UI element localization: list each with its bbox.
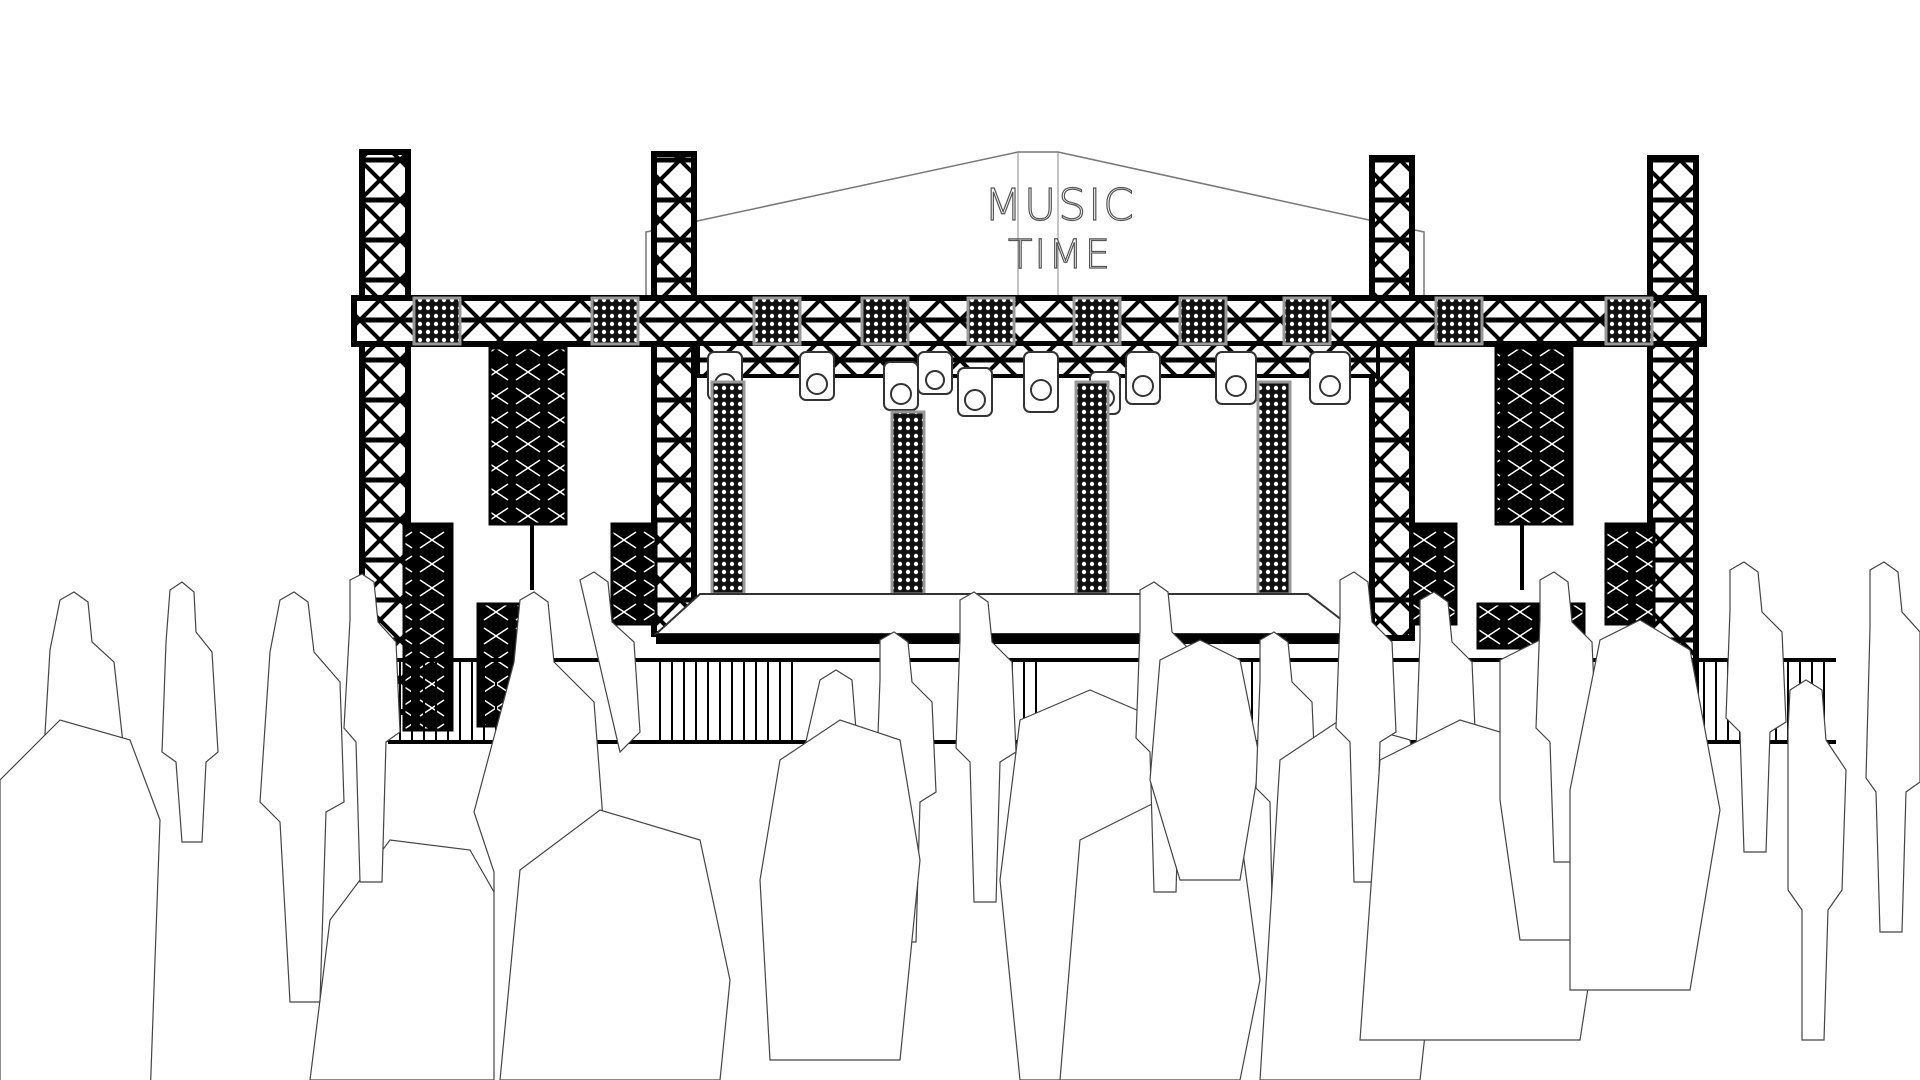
led-panels — [412, 296, 1654, 346]
sign-line-music: MUSIC — [983, 179, 1136, 231]
crowd — [0, 561, 1920, 1080]
stage-deck — [653, 593, 1363, 644]
line-array-speakers — [488, 346, 1574, 590]
moving-head-lights — [707, 351, 1351, 417]
subwoofer-stacks — [402, 522, 1656, 732]
sign-line-time: TIME — [1007, 231, 1112, 278]
led-columns — [710, 380, 1292, 596]
